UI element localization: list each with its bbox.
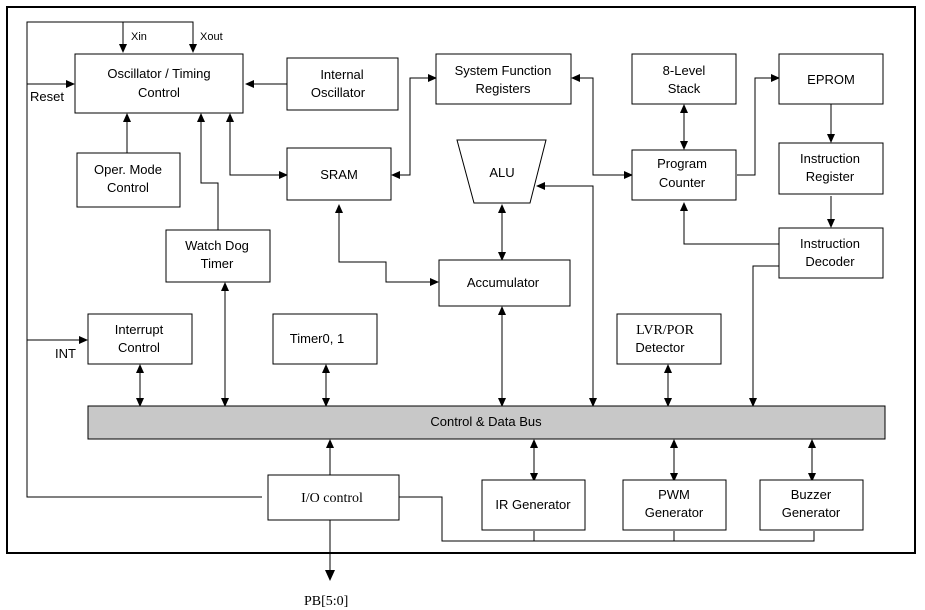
block-buzzer-generator: Buzzer Generator — [759, 479, 864, 531]
outer-frame — [6, 6, 916, 554]
label-line: Buzzer — [791, 487, 832, 502]
block-instruction-register: Instruction Register — [778, 142, 884, 195]
label-line: 8-Level — [663, 63, 706, 78]
block-io-control: I/O control — [267, 474, 400, 521]
label-line: I/O control — [301, 491, 363, 506]
block-alu: ALU — [456, 139, 547, 204]
block-watch-dog-timer: Watch Dog Timer — [165, 229, 271, 283]
label-line: Control — [107, 180, 149, 195]
label-line: Timer0, 1 — [290, 331, 344, 346]
label-line: Counter — [659, 175, 706, 190]
label-line: Control — [138, 85, 180, 100]
block-pwm-generator: PWM Generator — [622, 479, 727, 531]
block-ir-generator: IR Generator — [481, 479, 586, 531]
label-line: Oscillator / Timing — [107, 66, 210, 81]
signal-pb: PB[5:0] — [304, 594, 348, 609]
block-interrupt-control: Interrupt Control — [87, 313, 193, 365]
connections — [26, 21, 832, 572]
block-oper-mode-control: Oper. Mode Control — [76, 152, 181, 208]
arrowheads — [66, 44, 835, 581]
block-accumulator: Accumulator — [438, 259, 571, 307]
label-line: System Function — [455, 63, 552, 78]
label-line: Control & Data Bus — [430, 414, 542, 429]
label-line: Instruction — [800, 151, 860, 166]
label-line: Timer — [201, 256, 234, 271]
block-lvr-por-detector: LVR/POR Detector — [616, 313, 722, 365]
block-internal-oscillator: Internal Oscillator — [286, 57, 399, 111]
label-line: Control — [118, 340, 160, 355]
label-line: EPROM — [807, 72, 855, 87]
label-line: Oscillator — [311, 85, 366, 100]
signal-reset: Reset — [30, 89, 64, 104]
label-line: Generator — [782, 505, 841, 520]
label-line: Interrupt — [115, 322, 164, 337]
label-line: ALU — [489, 165, 514, 180]
label-line: Decoder — [805, 254, 855, 269]
label-line: Registers — [476, 81, 531, 96]
label-line: IR Generator — [495, 497, 571, 512]
block-timer01: Timer0, 1 — [272, 313, 378, 365]
control-data-bus: Control & Data Bus — [87, 405, 886, 440]
label-line: PWM — [658, 487, 690, 502]
block-osc-timing: Oscillator / Timing Control — [74, 53, 244, 114]
block-8-level-stack: 8-Level Stack — [631, 53, 737, 105]
signal-xin: Xin — [131, 31, 147, 43]
label-line: LVR/POR — [636, 323, 695, 338]
label-line: Accumulator — [467, 275, 540, 290]
label-line: Stack — [668, 81, 701, 96]
block-instruction-decoder: Instruction Decoder — [778, 227, 884, 279]
block-system-function-registers: System Function Registers — [435, 53, 572, 105]
signal-int: INT — [55, 346, 76, 361]
label-line: Watch Dog — [185, 238, 249, 253]
label-line: Program — [657, 156, 707, 171]
block-sram: SRAM — [286, 147, 392, 201]
label-line: Oper. Mode — [94, 162, 162, 177]
label-line: Register — [806, 169, 855, 184]
label-line: Instruction — [800, 236, 860, 251]
block-eprom: EPROM — [778, 53, 884, 105]
label-line: Generator — [645, 505, 704, 520]
label-line: Internal — [320, 67, 363, 82]
signal-xout: Xout — [200, 31, 223, 43]
block-program-counter: Program Counter — [631, 149, 737, 201]
label-line: Detector — [635, 340, 685, 355]
label-line: SRAM — [320, 167, 358, 182]
